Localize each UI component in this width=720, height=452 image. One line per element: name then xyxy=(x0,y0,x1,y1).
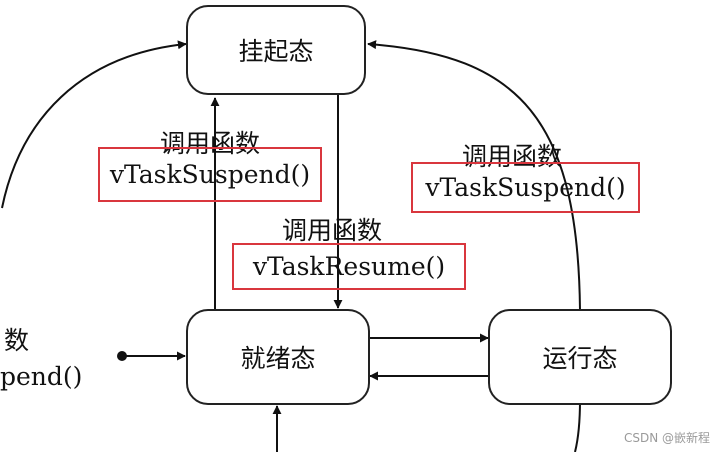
right-arc-arrow xyxy=(367,40,581,311)
caption-running-to-suspended: 调用函数 xyxy=(462,142,563,171)
caption-ready-to-suspended: 调用函数 xyxy=(160,129,261,158)
caption-suspended-to-ready: 调用函数 xyxy=(282,216,383,245)
function-left-partial: pend() xyxy=(0,362,83,391)
caption-left-partial: 数 xyxy=(4,326,30,355)
initial-dot xyxy=(117,351,127,361)
state-suspended: 挂起态 xyxy=(186,5,366,95)
state-ready: 就绪态 xyxy=(186,309,370,405)
right-lower-arc xyxy=(574,399,581,452)
state-running: 运行态 xyxy=(488,309,672,405)
function-suspended-to-ready: vTaskResume() xyxy=(232,243,466,290)
function-ready-to-suspended: vTaskSuspend() xyxy=(98,147,322,202)
function-running-to-suspended: vTaskSuspend() xyxy=(411,162,640,213)
left-arc-arrow xyxy=(1,40,187,209)
watermark: CSDN @嵌新程 xyxy=(623,431,710,445)
